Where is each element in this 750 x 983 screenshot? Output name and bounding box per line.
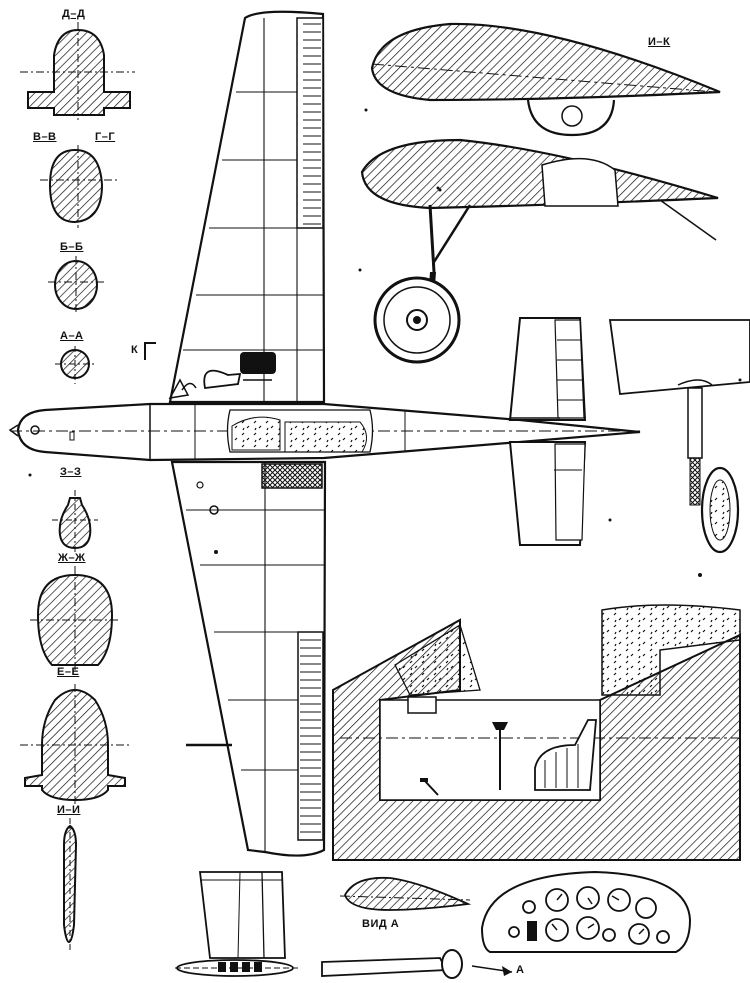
marker-k [144,342,156,360]
label-section-kk: И–К [648,36,671,48]
tailplane [508,317,587,546]
label-section-ee: Е–Е [57,666,80,678]
label-section-dd: Д–Д [62,8,86,20]
label-section-ii: И–И [57,804,81,816]
label-section-gg: Г–Г [95,131,116,143]
fin-detail [175,871,298,977]
section-ee [20,684,130,805]
label-section-bb: Б–Б [60,241,84,253]
label-view-a: ВИД А [362,918,400,930]
label-arrow-a: А [516,964,525,976]
control-stick [321,949,513,979]
section-vv [40,145,120,228]
wing-lower [170,460,327,877]
fuselage [8,378,641,489]
wing-upper [168,10,326,404]
exhaust-detail [203,352,276,389]
instrument-panel [480,870,692,953]
section-aa [55,346,96,384]
section-dd [20,22,135,120]
label-section-zhzh: Ж–Ж [58,552,86,564]
section-zz [52,490,98,555]
section-bb [48,256,104,314]
label-marker-k: К [131,344,139,356]
speckle-marks [28,108,742,577]
profile-right-fragment [608,319,750,554]
airfoil-detail [339,876,472,911]
profile-gear [360,138,719,364]
label-section-aa: А–А [60,330,84,342]
cockpit-section [332,604,741,861]
label-section-vv: В–В [33,131,57,143]
label-section-zz: З–З [60,466,82,478]
section-zhzh [30,566,120,672]
profile-kk [370,22,721,137]
section-ii [63,818,78,950]
